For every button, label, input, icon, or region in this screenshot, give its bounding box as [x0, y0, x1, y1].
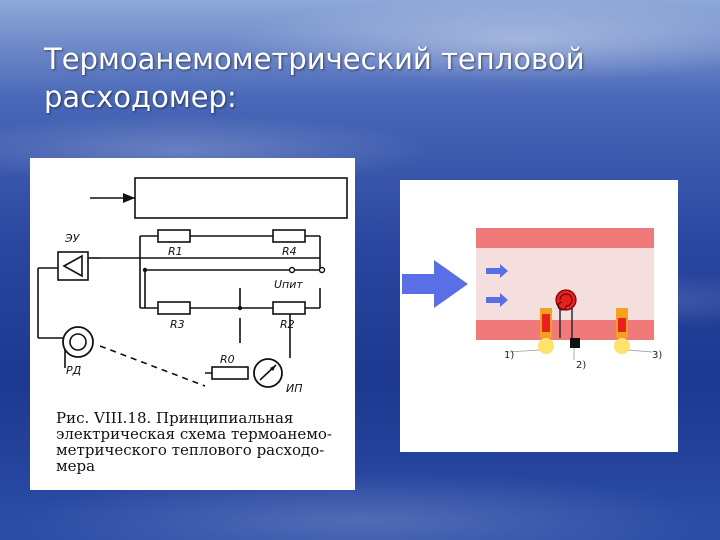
figure-caption: Рис. VIII.18. Принципиальная электрическ…: [56, 410, 348, 474]
resistor-r4: [272, 229, 306, 243]
caption-line: электрическая схема термоанемо-: [56, 425, 332, 443]
resistor-r2: [272, 301, 306, 315]
resistor-r0: [211, 366, 249, 380]
slide-title: Термоанемометрический тепловой расходоме…: [44, 42, 585, 114]
flow-direction-arrow-icon: [402, 260, 468, 308]
flow-arrowhead: [123, 193, 135, 203]
pipe-wall-top: [476, 228, 654, 248]
pipe-outline: [134, 177, 348, 219]
label-r1: R1: [168, 245, 183, 258]
label-sensor-3: 3): [652, 350, 662, 361]
resistor-r3: [157, 301, 191, 315]
thermometer-3-bulb-icon: [614, 338, 630, 354]
supply-terminal: [318, 266, 326, 274]
sensor-diagram: 1) 2) 3): [402, 228, 662, 371]
circuit-diagram: ЭУ R1 R4 R3 R2 Uпит R0 РД ИП: [37, 177, 348, 395]
amplifier-triangle-icon: [62, 254, 83, 278]
small-flow-arrow-icon: [486, 264, 508, 278]
label-reversible-motor: РД: [66, 364, 82, 377]
sensor-diagram-panel: 1) 2) 3): [400, 180, 678, 452]
caption-line: метрического теплового расходо-: [56, 441, 325, 459]
thermometer-1-bulb-icon: [538, 338, 554, 354]
circuit-diagram-panel: ЭУ R1 R4 R3 R2 Uпит R0 РД ИП Рис. VIII.1…: [30, 158, 355, 490]
caption-line: мера: [56, 457, 96, 475]
label-sensor-2: 2): [576, 360, 586, 371]
small-flow-arrow-icon: [486, 293, 508, 307]
label-supply-voltage: Uпит: [274, 278, 303, 291]
supply-terminal: [288, 266, 296, 274]
label-r4: R4: [282, 245, 297, 258]
label-sensor-1: 1): [504, 350, 514, 361]
heater-terminal: [570, 338, 580, 348]
label-eu: ЭУ: [64, 232, 81, 245]
label-r0: R0: [220, 353, 235, 366]
label-r2: R2: [280, 318, 295, 331]
heater-coil-icon: [555, 289, 577, 311]
label-measuring-instrument: ИП: [286, 382, 303, 395]
label-r3: R3: [170, 318, 185, 331]
resistor-r1: [157, 229, 191, 243]
caption-line: Рис. VIII.18. Принципиальная: [56, 409, 294, 427]
pipe-wall-bottom: [476, 320, 654, 340]
